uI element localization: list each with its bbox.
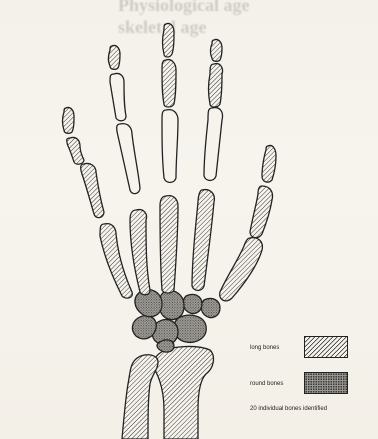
legend-long-bones-swatch — [304, 336, 348, 358]
distal-phalanx-index — [211, 39, 223, 61]
carpal-scaphoid — [174, 315, 206, 342]
distal-phalanx-thumb — [262, 145, 276, 182]
metacarpal-middle — [160, 196, 178, 293]
metacarpal-index — [192, 190, 214, 291]
legend-long-bones-label: long bones — [250, 345, 279, 351]
middle-phalanx-middle — [162, 60, 176, 107]
radius-bone — [154, 346, 214, 439]
middle-phalanx-little — [67, 137, 84, 164]
legend-round-bones-label: round bones — [250, 381, 283, 387]
carpal-capitate — [159, 291, 184, 320]
distal-phalanx-ring — [109, 45, 121, 69]
distal-phalanx-middle — [163, 23, 175, 57]
carpal-pisiform — [157, 340, 174, 352]
middle-phalanx-index — [209, 64, 223, 107]
metacarpal-thumb — [220, 238, 263, 301]
proximal-phalanx-index — [204, 108, 223, 181]
metacarpal-little — [100, 224, 132, 298]
middle-phalanx-ring — [110, 73, 126, 120]
proximal-phalanx-ring — [117, 124, 140, 194]
proximal-phalanx-middle — [162, 110, 178, 183]
carpal-trapezoid — [183, 294, 202, 313]
legend-bone-count-note: 20 individual bones identified — [250, 406, 327, 412]
ulna-bone — [122, 355, 158, 439]
proximal-phalanx-thumb — [250, 186, 273, 238]
proximal-phalanx-little — [81, 163, 104, 217]
carpal-trapezium — [201, 298, 220, 317]
distal-phalanx-little — [63, 107, 75, 133]
metacarpal-ring — [130, 210, 150, 295]
carpal-triquetrum — [132, 316, 156, 339]
legend-round-bones-swatch — [304, 372, 348, 394]
